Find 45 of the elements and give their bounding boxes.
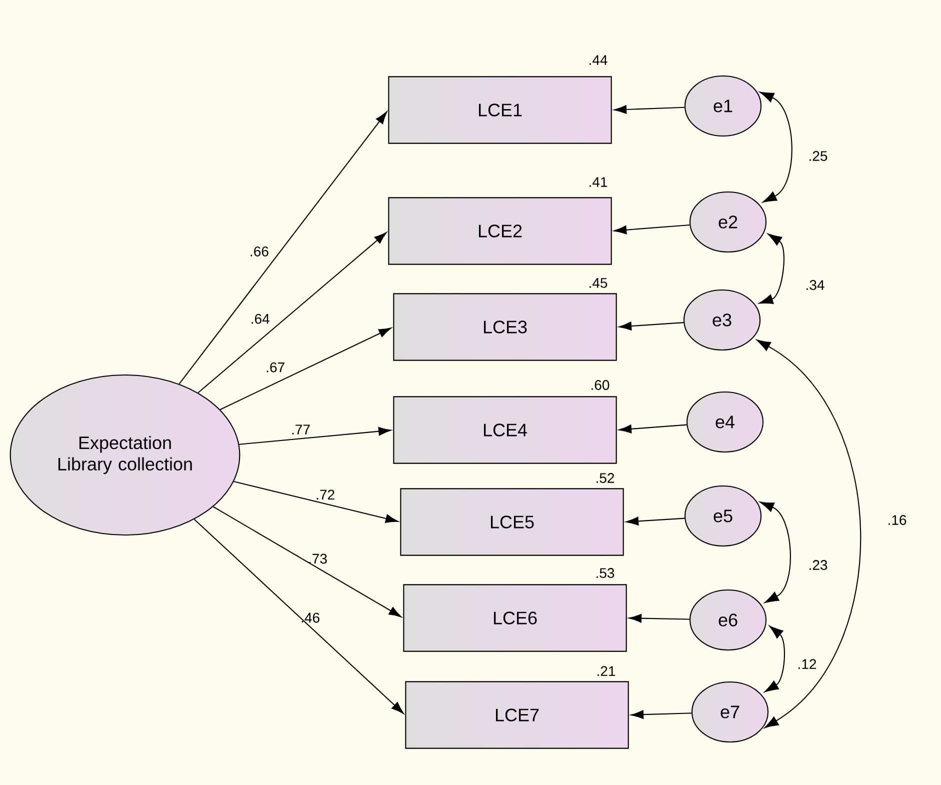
arrow [630,710,692,719]
edge-label: .34 [806,280,824,290]
arrow [213,506,402,618]
arrow [628,614,690,623]
edge-label: .66 [250,246,268,256]
arrow [626,516,685,526]
arrow [760,502,791,603]
arrow [614,105,685,114]
edge-label: .23 [810,560,828,570]
arrow [618,322,684,330]
arrow [194,518,404,714]
r-squared-label: .45 [590,278,608,288]
observed-variable-box: LCE4 [393,396,617,464]
observed-variable-box: LCE1 [388,76,612,144]
edge-label: .77 [292,424,310,434]
edge-label: .64 [252,314,270,324]
r-squared-label: .52 [596,473,614,483]
arrow [756,340,862,728]
arrow [614,224,690,234]
observed-variable-box: LCE2 [388,197,612,265]
edge-label: .16 [888,515,906,525]
edge-label: .46 [302,612,320,623]
observed-variable-box: LCE7 [405,681,629,749]
r-squared-label: .60 [592,380,610,390]
arrow [220,328,392,410]
edge-label: .25 [810,151,828,161]
arrow [758,234,784,304]
observed-variable-box: LCE6 [403,584,627,652]
edge-label: .72 [316,490,334,500]
arrow [239,427,392,445]
arrow [178,112,388,384]
arrow [618,424,687,434]
observed-variable-box: LCE3 [393,293,617,361]
edge-label: .12 [798,659,816,669]
arrow [764,626,785,692]
edge-label: .73 [309,554,327,564]
arrow [760,92,792,203]
r-squared-label: .53 [596,568,614,578]
arrow [234,480,398,523]
arrow [198,232,387,394]
r-squared-label: .41 [590,177,608,187]
observed-variable-box: LCE5 [400,488,624,556]
r-squared-label: .44 [590,55,608,65]
r-squared-label: .21 [598,666,616,676]
edge-label: .67 [266,362,284,372]
